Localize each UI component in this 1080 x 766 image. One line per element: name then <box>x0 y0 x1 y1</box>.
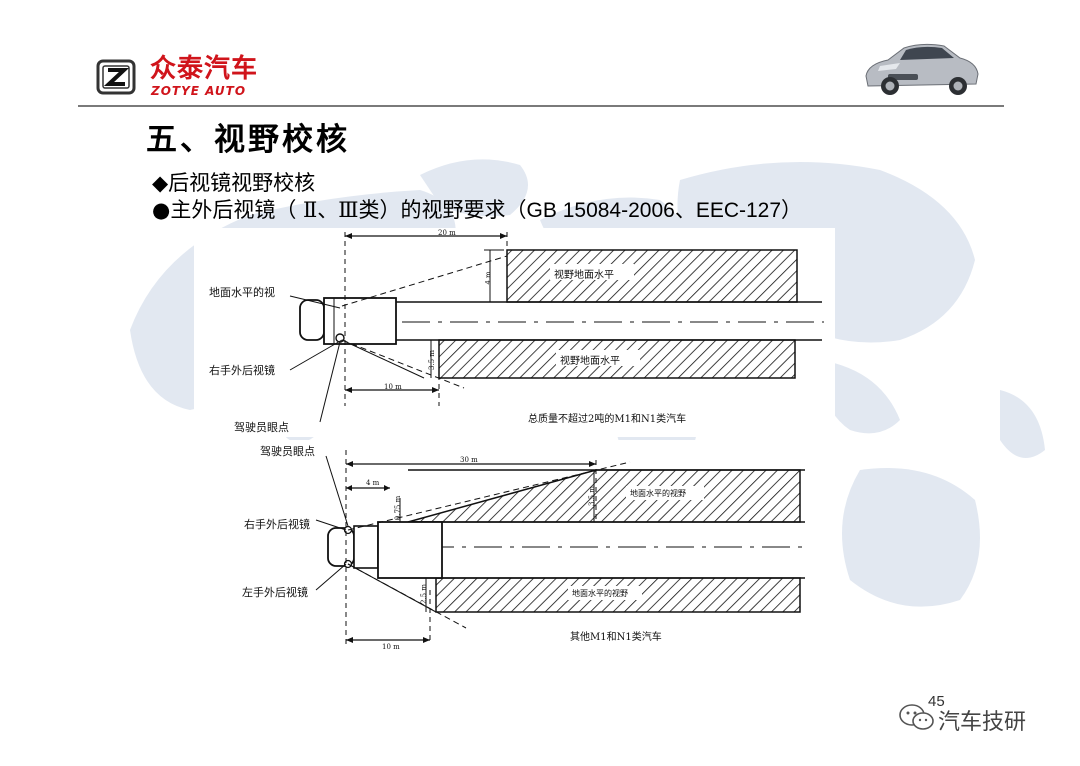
bullet-text-part-b: GB 15084-2006、EEC-127 <box>526 199 782 222</box>
bullet-mirror-check: ◆后视镜视野校核 <box>152 167 315 197</box>
page-title: 五、视野校核 <box>146 122 350 158</box>
label-driver-eye: 驾驶员眼点 <box>234 421 289 434</box>
dim-20m: 20 m <box>438 229 456 237</box>
dim-4m: 4 m <box>484 271 493 285</box>
label-ground-view: 地面水平的视 <box>209 286 275 299</box>
label-right-mirror: 右手外后视镜 <box>244 518 310 531</box>
diagram-1-drawing <box>289 232 824 423</box>
label-left-mirror: 左手外后视镜 <box>242 586 308 599</box>
watermark-text: 汽车技研 <box>938 710 1027 735</box>
circle-bullet-icon: ● <box>152 198 171 222</box>
dim-3-5m: 3.5 m <box>428 350 436 370</box>
diagram-1-caption: 总质量不超过2吨的M1和N1类汽车 <box>528 414 687 425</box>
bullet-text: 后视镜视野校核 <box>168 171 316 195</box>
bullet-text-part-a: 主外后视镜（ Ⅱ、Ⅲ类）的视野要求（ <box>170 198 527 222</box>
brand-name-en: ZOTYE AUTO <box>151 84 247 98</box>
zotye-logo-icon <box>96 59 136 95</box>
sedan-car-image <box>865 43 979 95</box>
dim-0-75m: 0.75 m <box>394 495 403 521</box>
dim-3-5m: 3.5 m <box>588 486 596 506</box>
dim-30m: 30 m <box>460 456 478 464</box>
field-of-view-diagram-2: 驾驶员眼点 右手外后视镜 左手外后视镜 地面水平的视野 地面水平的视野 30 m… <box>230 440 808 654</box>
label-right-mirror: 右手外后视镜 <box>209 364 275 377</box>
header-divider <box>78 105 1004 107</box>
bullet-text-part-c: ） <box>781 198 803 222</box>
diamond-bullet-icon: ◆ <box>152 171 169 195</box>
brand-name-cn: 众泰汽车 <box>150 54 259 84</box>
label-top-field: 地面水平的视野 <box>630 489 686 498</box>
field-of-view-diagram-1: 地面水平的视 右手外后视镜 驾驶员眼点 视野地面水平 视野地面水平 20 m 4… <box>194 228 835 437</box>
page-number: 45 <box>928 693 945 710</box>
bullet-mirror-requirements: ●主外后视镜（ Ⅱ、Ⅲ类）的视野要求（GB 15084-2006、EEC-127… <box>152 194 802 224</box>
wechat-icon <box>899 704 934 730</box>
dim-4m: 4 m <box>366 479 380 487</box>
label-bottom-field: 地面水平的视野 <box>572 589 628 598</box>
dim-2-5m: 2.5 m <box>420 584 428 604</box>
diagram-2-caption: 其他M1和N1类汽车 <box>570 632 662 643</box>
dim-10m: 10 m <box>384 383 402 391</box>
label-top-field: 视野地面水平 <box>554 270 614 281</box>
diagram-2-drawing <box>315 450 805 644</box>
dim-10m: 10 m <box>382 643 400 651</box>
label-driver-eye: 驾驶员眼点 <box>260 445 315 458</box>
label-bottom-field: 视野地面水平 <box>560 356 620 367</box>
